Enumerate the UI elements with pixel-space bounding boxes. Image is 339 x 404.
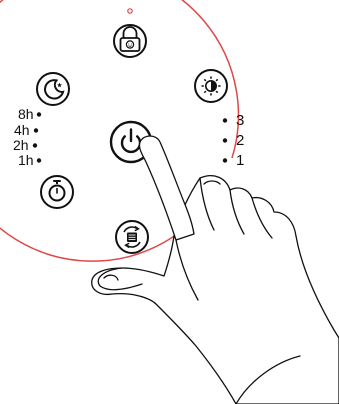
- timer-level-label: 1h: [18, 152, 34, 168]
- timer-level-label: 8h: [18, 106, 34, 122]
- timer-button[interactable]: [41, 176, 73, 208]
- panel-top-notch: [128, 9, 132, 13]
- brightness-level-2: 2: [223, 132, 245, 149]
- pointing-hand: [92, 136, 339, 404]
- indicator-dot: [33, 143, 37, 147]
- brightness-level-label: 3: [236, 112, 244, 129]
- indicator-dot: [223, 138, 227, 142]
- fan-mode-button[interactable]: [116, 221, 148, 253]
- timer-level-label: 2h: [13, 137, 29, 153]
- timer-level-1h: 1h: [18, 152, 41, 168]
- timer-level-2h: 2h: [13, 137, 37, 153]
- timer-level-8h: 8h: [18, 106, 41, 122]
- timer-level-label: 4h: [14, 122, 30, 138]
- timer-level-4h: 4h: [14, 122, 38, 138]
- brightness-button[interactable]: [195, 70, 227, 102]
- hand-back: [92, 176, 339, 404]
- indicator-dot: [223, 158, 227, 162]
- index-finger: [139, 136, 194, 240]
- brightness-level-label: 2: [236, 132, 244, 149]
- sleep-mode-button[interactable]: [37, 73, 69, 105]
- brightness-level-label: 1: [236, 152, 244, 169]
- indicator-dot: [37, 158, 41, 162]
- indicator-dot: [37, 112, 41, 116]
- indicator-dot: [34, 128, 38, 132]
- indicator-dot: [223, 118, 227, 122]
- child-lock-button[interactable]: [114, 25, 146, 57]
- brightness-level-3: 3: [223, 112, 245, 129]
